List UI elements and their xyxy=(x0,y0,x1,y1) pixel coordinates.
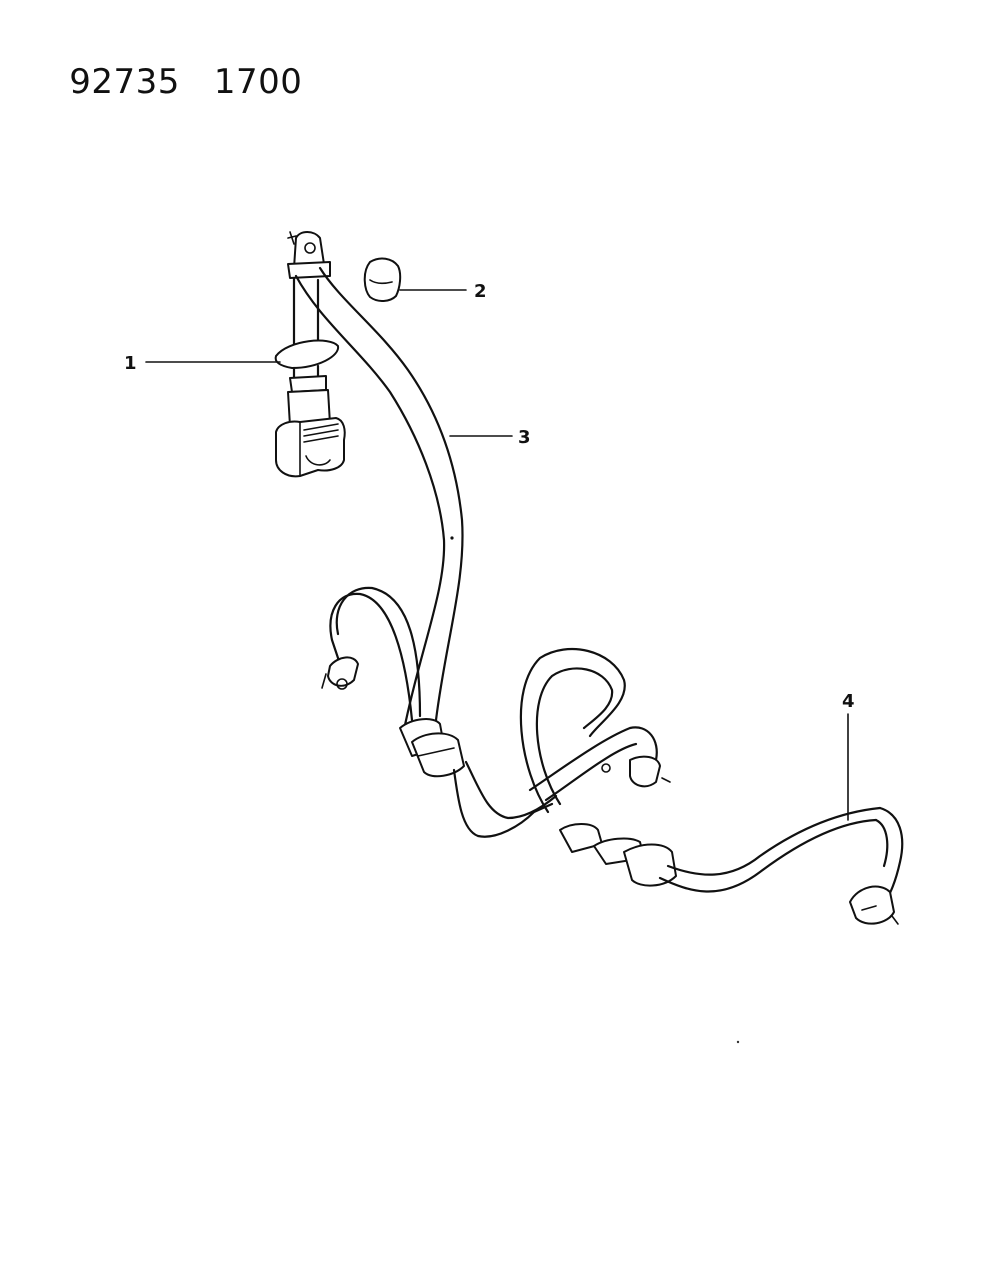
part-3-shoulder-belt xyxy=(294,266,558,838)
sheet-number: 1700 xyxy=(213,62,303,102)
callout-labels: 1 2 3 4 xyxy=(124,281,855,712)
callout-leaders xyxy=(145,289,849,821)
part-1-buckle-assembly xyxy=(274,231,346,478)
part-2-cover-cap xyxy=(363,257,402,302)
callout-label-4: 4 xyxy=(842,691,855,712)
part-4-lap-belt xyxy=(519,647,904,925)
callout-label-2: 2 xyxy=(474,281,487,302)
scan-speck xyxy=(736,1040,740,1044)
callout-label-3: 3 xyxy=(518,427,531,448)
callout-label-1: 1 xyxy=(124,353,137,374)
diagram-header: 92735 1700 xyxy=(24,22,302,142)
document-number: 92735 xyxy=(69,62,180,102)
